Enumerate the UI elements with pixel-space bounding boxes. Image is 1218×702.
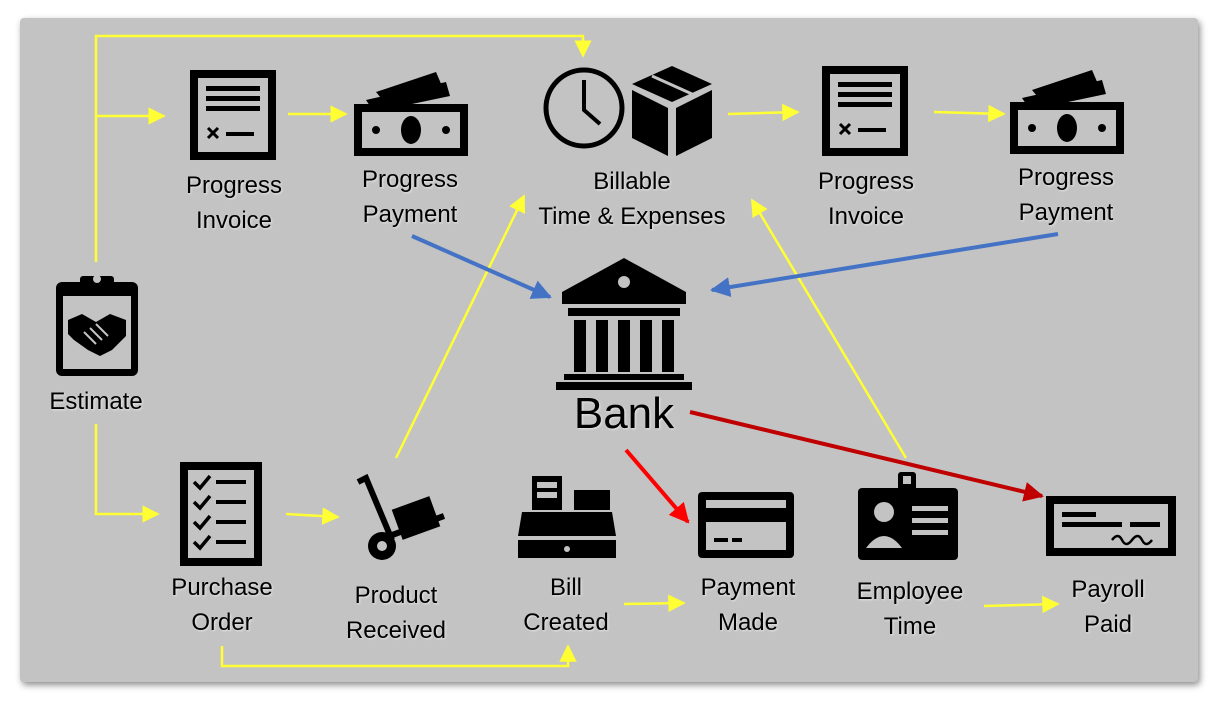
credit-card-icon [698,492,794,558]
clock-icon [543,67,625,149]
arrow-invoice2-to-payment2 [933,104,1006,123]
arrow-bank-to-payroll [689,410,1044,502]
invoice-document-icon-2 [822,66,908,156]
estimate-label: Estimate [49,388,143,415]
cash-bills-icon-2 [1010,70,1124,154]
cash-bills-icon [354,72,468,156]
box-icon [632,66,712,156]
arrow-estimate-to-billable [94,34,592,262]
arrow-employee-to-payroll [983,595,1060,614]
bank-building-icon [556,258,692,390]
arrow-payment2-to-bank [710,232,1059,297]
checklist-icon [180,462,262,566]
invoice-document-icon [190,70,276,160]
arrow-received-to-billable [394,194,526,459]
arrow-bank-to-payment-made [624,448,690,524]
paycheck-icon [1046,496,1176,556]
arrow-po-to-bill [220,644,577,668]
cash-register-icon [518,476,616,558]
arrow-billable-to-invoice2 [727,103,800,122]
arrow-employee-to-billable [750,198,908,459]
id-badge-icon [858,472,958,560]
hand-truck-icon [356,473,446,560]
arrow-po-to-received [285,507,340,525]
arrow-bill-to-payment [623,594,686,613]
clipboard-handshake-icon [56,275,138,376]
flow-arrows [94,34,1060,668]
arrow-estimate-to-po [94,424,160,523]
arrow-payment1-to-bank [411,234,552,299]
bank-label: Bank [573,389,675,438]
